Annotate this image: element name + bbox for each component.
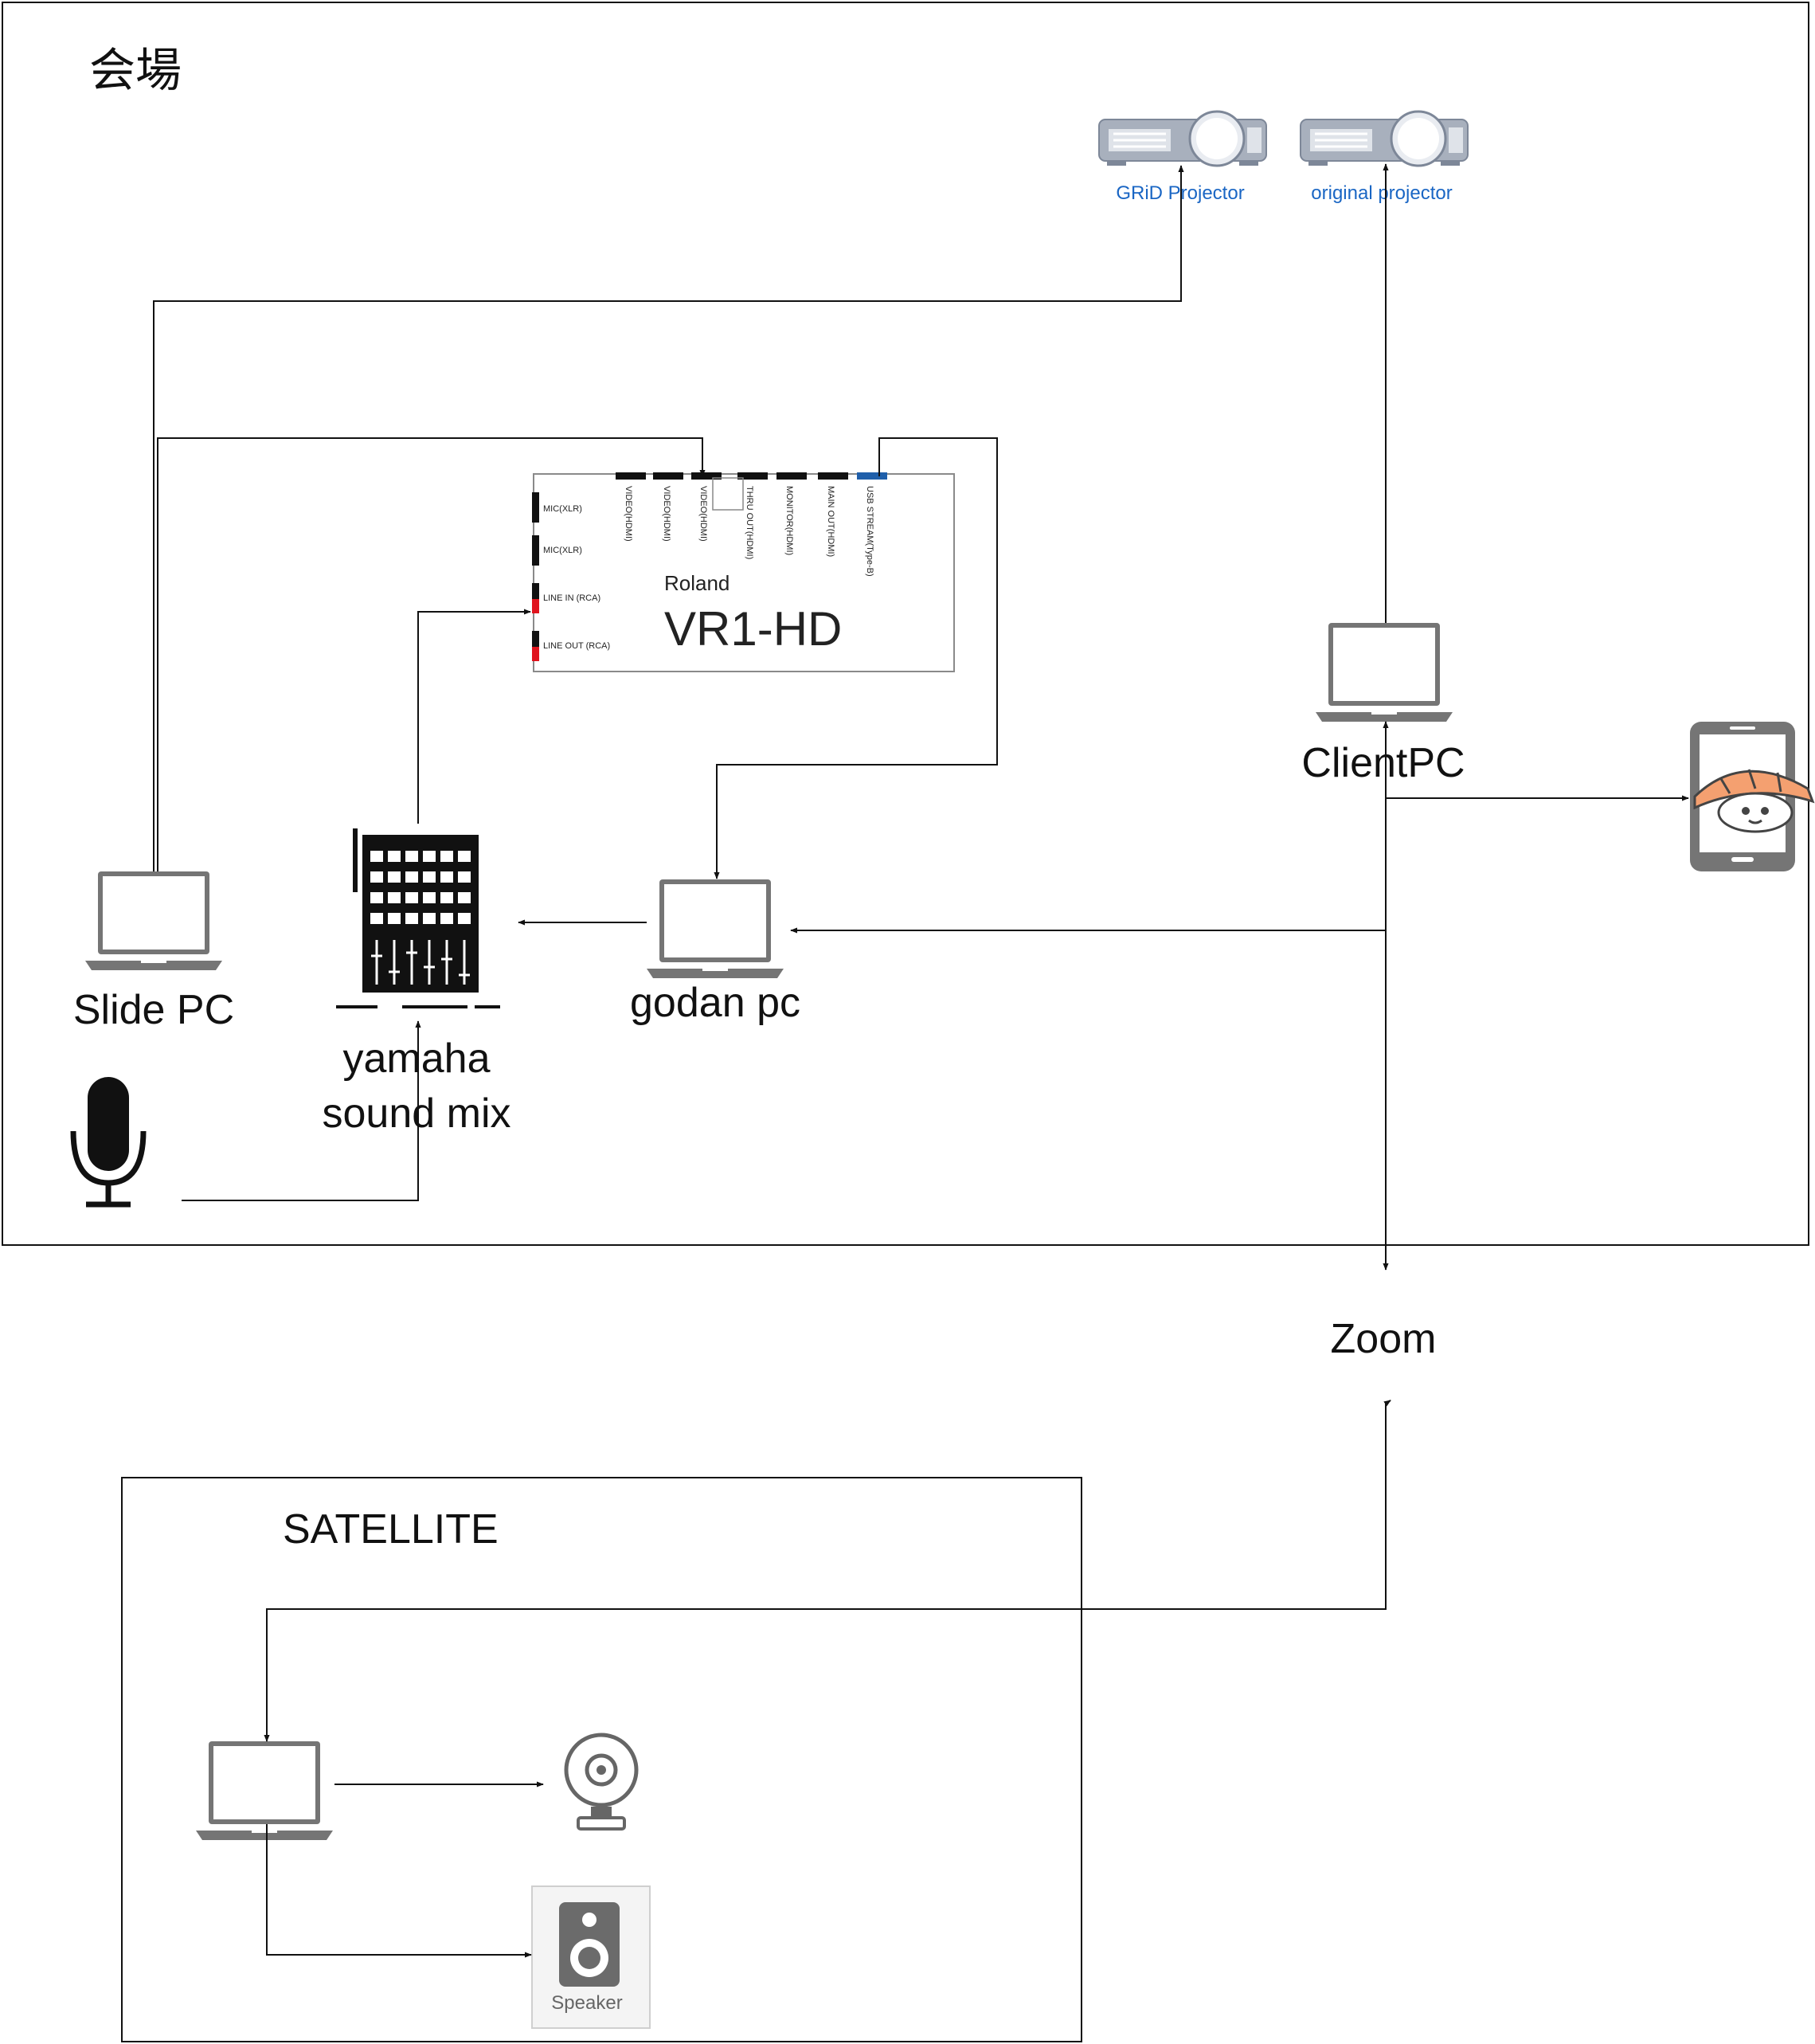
- port-label: USB STREAM(Type-B): [865, 486, 874, 577]
- slide-pc-label: Slide PC: [73, 987, 234, 1033]
- godan-pc-label: godan pc: [630, 980, 800, 1026]
- projector-icon: [1097, 110, 1268, 167]
- port-label: LINE OUT (RCA): [543, 641, 610, 651]
- venue-title: 会場: [89, 45, 182, 96]
- sound-mix-label: sound mix: [323, 1091, 511, 1137]
- client-pc-label: ClientPC: [1301, 740, 1465, 786]
- sushi-icon: [1693, 769, 1815, 833]
- port-label: VIDEO(HDMI): [698, 486, 708, 542]
- laptop-icon: [1316, 623, 1453, 722]
- port-label: MONITOR(HDMI): [784, 486, 794, 555]
- port-label: MIC(XLR): [543, 546, 582, 555]
- port-label: VIDEO(HDMI): [624, 486, 633, 542]
- zoom-label: Zoom: [1331, 1316, 1437, 1362]
- speaker-label: Speaker: [551, 1992, 622, 2014]
- original-projector-label: original projector: [1311, 182, 1452, 204]
- yamaha-label: yamaha: [343, 1036, 491, 1082]
- connection-lines: [153, 163, 1689, 1958]
- projector-icon: [1299, 110, 1469, 167]
- speaker-icon: [531, 1885, 651, 2029]
- microphone-icon: [70, 1077, 147, 1208]
- laptop-icon: [196, 1741, 333, 1840]
- port-label: LINE IN (RCA): [543, 593, 600, 603]
- laptop-icon: [647, 879, 784, 978]
- roland-brand-label: Roland: [664, 571, 730, 595]
- venue-frame: [2, 2, 1809, 1246]
- roland-model-label: VR1-HD: [664, 602, 842, 656]
- webcam-icon: [564, 1733, 639, 1831]
- mixer-icon: [336, 828, 500, 1008]
- port-label: MIC(XLR): [543, 504, 582, 514]
- roland-vr1hd-device: [532, 472, 955, 672]
- port-label: THRU OUT(HDMI): [745, 486, 754, 559]
- port-label: MAIN OUT(HDMI): [826, 486, 835, 557]
- port-label: VIDEO(HDMI): [662, 486, 671, 542]
- satellite-title: SATELLITE: [283, 1506, 499, 1553]
- laptop-icon: [85, 871, 222, 970]
